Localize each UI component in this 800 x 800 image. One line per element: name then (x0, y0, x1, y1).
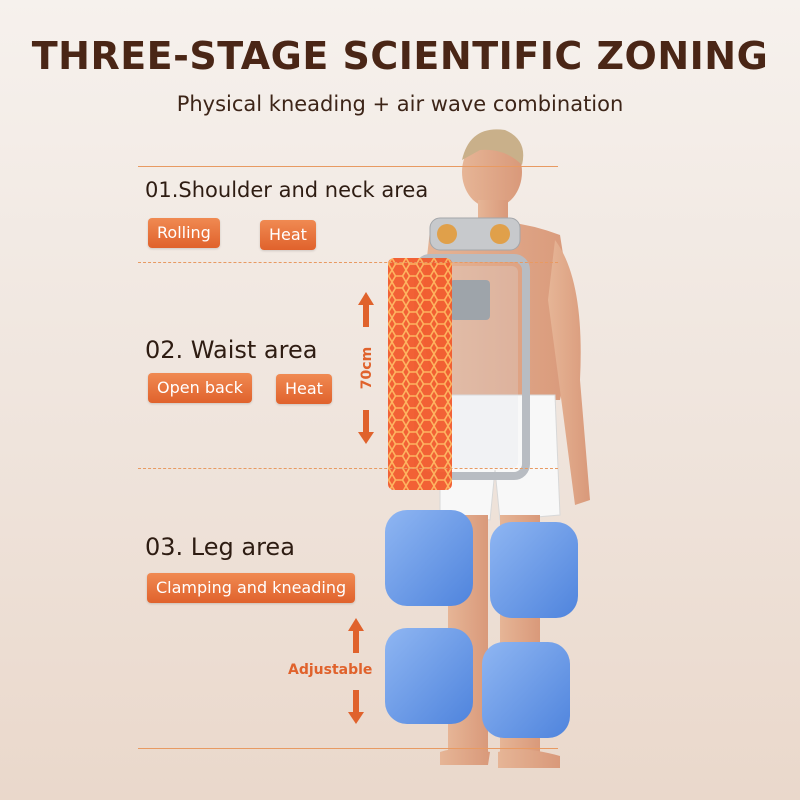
leg-adjust-label: Adjustable (288, 662, 373, 678)
divider-waist-leg (138, 468, 558, 469)
divider-shoulder-waist (138, 262, 558, 263)
zone-waist-title: 02. Waist area (145, 336, 318, 364)
torso (420, 221, 575, 400)
tag-open-back: Open back (148, 373, 252, 403)
divider-bottom (138, 748, 558, 749)
waist-length-label: 70cm (359, 346, 375, 390)
airbag-lower-right (482, 642, 570, 738)
heat-pad (388, 258, 452, 490)
up-arrow-icon (358, 292, 374, 327)
page-title: THREE-STAGE SCIENTIFIC ZONING (31, 34, 769, 78)
divider-top (138, 166, 558, 167)
up-arrow-icon (348, 618, 364, 653)
zone-shoulder-title: 01.Shoulder and neck area (145, 178, 429, 202)
tag-heat: Heat (276, 374, 332, 404)
page-subtitle: Physical kneading + air wave combination (176, 92, 624, 116)
tag-rolling: Rolling (148, 218, 220, 248)
airbag-upper-right (490, 522, 578, 618)
down-arrow-icon (358, 410, 374, 444)
tag-clamping-kneading: Clamping and kneading (147, 573, 356, 603)
tag-heat: Heat (260, 220, 316, 250)
zone-leg-title: 03. Leg area (145, 533, 295, 561)
airbag-upper-left (385, 510, 473, 606)
down-arrow-icon (348, 690, 364, 724)
airbag-lower-left (385, 628, 473, 724)
